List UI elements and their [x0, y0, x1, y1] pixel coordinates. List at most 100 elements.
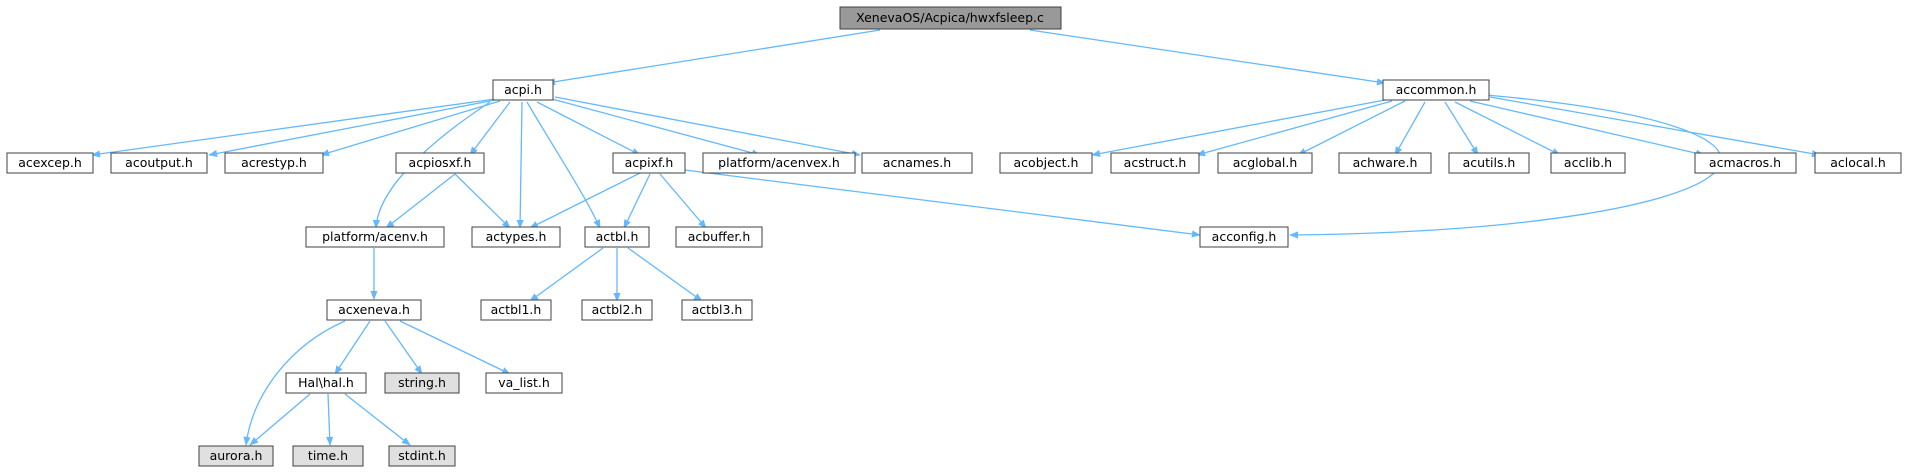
node-acpi-h[interactable]: acpi.h [492, 79, 554, 101]
svg-text:acexcep.h: acexcep.h [18, 155, 82, 170]
svg-text:aurora.h: aurora.h [210, 448, 263, 463]
edge-acpixf-acconfig [684, 169, 1201, 238]
node-accommon-h[interactable]: accommon.h [1382, 79, 1490, 101]
svg-text:acobject.h: acobject.h [1014, 155, 1079, 170]
svg-text:actbl.h: actbl.h [596, 229, 639, 244]
node-acutils-h[interactable]: acutils.h [1448, 152, 1530, 174]
svg-text:acclib.h: acclib.h [1564, 155, 1612, 170]
svg-text:acoutput.h: acoutput.h [125, 155, 193, 170]
edge-acpixf-actypes [529, 172, 641, 229]
svg-text:actbl3.h: actbl3.h [692, 302, 743, 317]
svg-text:aclocal.h: aclocal.h [1830, 155, 1886, 170]
node-hal-h[interactable]: Hal\hal.h [285, 372, 367, 394]
edge-accommon-acutils [1444, 101, 1479, 156]
svg-text:actbl2.h: actbl2.h [592, 302, 643, 317]
svg-text:accommon.h: accommon.h [1396, 82, 1477, 97]
edge-acpi-acnames [554, 96, 861, 158]
edge-actbl-actbl1 [529, 247, 604, 302]
edge-acpi-actypes [516, 101, 524, 229]
node-string-h[interactable]: string.h [384, 372, 460, 394]
edge-acpixf-acbuffer [659, 173, 707, 229]
edge-acxeneva-string [384, 320, 423, 375]
node-acclib-h[interactable]: acclib.h [1550, 152, 1626, 174]
edge-accommon-acstruct [1196, 100, 1393, 157]
edge-accommon-aclocal [1489, 96, 1821, 158]
svg-text:va_list.h: va_list.h [498, 375, 550, 390]
node-hwxfsleep-c[interactable]: XenevaOS/Acpica/hwxfsleep.c [839, 6, 1062, 30]
node-acnames-h[interactable]: acnames.h [861, 152, 973, 174]
node-acglobal-h[interactable]: acglobal.h [1217, 152, 1313, 174]
node-platform-acenvex-h[interactable]: platform/acenvex.h [702, 152, 856, 174]
svg-text:acpixf.h: acpixf.h [625, 155, 674, 170]
node-acoutput-h[interactable]: acoutput.h [110, 152, 208, 174]
edge-accommon-acobject [1091, 99, 1386, 158]
svg-text:acrestyp.h: acrestyp.h [241, 155, 307, 170]
edge-acpi-acexcep [91, 98, 496, 158]
svg-text:time.h: time.h [308, 448, 348, 463]
edge-accommon-acglobal [1297, 100, 1406, 156]
edge-hal-stdint [344, 393, 411, 446]
edge-acpi-acoutput [208, 99, 496, 158]
edge-root-accommon [1029, 29, 1386, 86]
node-acpiosxf-h[interactable]: acpiosxf.h [395, 152, 485, 174]
node-actypes-h[interactable]: actypes.h [471, 226, 561, 248]
node-aurora-h[interactable]: aurora.h [198, 445, 274, 467]
edge-root-acpi [546, 29, 881, 86]
node-acpixf-h[interactable]: acpixf.h [612, 152, 686, 174]
svg-text:acbuffer.h: acbuffer.h [688, 229, 751, 244]
edge-acpi-acpiosxf [469, 101, 511, 156]
edges [91, 29, 1821, 446]
node-actbl1-h[interactable]: actbl1.h [480, 299, 552, 321]
node-acbuffer-h[interactable]: acbuffer.h [675, 226, 763, 248]
edge-hal-time [326, 393, 334, 446]
node-aclocal-h[interactable]: aclocal.h [1814, 152, 1902, 174]
edge-acpi-acrestyp [320, 100, 501, 157]
edge-acpiosxf-platform-acenv [385, 173, 456, 229]
edge-actbl-actbl3 [627, 247, 703, 302]
edge-acxeneva-va-list [399, 320, 511, 375]
svg-text:acstruct.h: acstruct.h [1124, 155, 1187, 170]
node-acexcep-h[interactable]: acexcep.h [6, 152, 94, 174]
svg-text:platform/acenvex.h: platform/acenvex.h [718, 155, 840, 170]
node-stdint-h[interactable]: stdint.h [388, 445, 456, 467]
node-acmacros-h[interactable]: acmacros.h [1694, 152, 1797, 174]
node-acrestyp-h[interactable]: acrestyp.h [224, 152, 324, 174]
svg-text:XenevaOS/Acpica/hwxfsleep.c: XenevaOS/Acpica/hwxfsleep.c [856, 10, 1044, 25]
svg-text:acpi.h: acpi.h [504, 82, 542, 97]
svg-text:acconfig.h: acconfig.h [1212, 229, 1277, 244]
svg-text:stdint.h: stdint.h [398, 448, 446, 463]
edge-accommon-acclib [1454, 101, 1561, 156]
node-va-list-h[interactable]: va_list.h [485, 372, 563, 394]
node-acstruct-h[interactable]: acstruct.h [1110, 152, 1200, 174]
svg-text:string.h: string.h [398, 375, 446, 390]
node-acobject-h[interactable]: acobject.h [999, 152, 1093, 174]
svg-text:platform/acenv.h: platform/acenv.h [322, 229, 428, 244]
edge-acpiosxf-actypes [454, 173, 511, 229]
edge-hal-aurora [249, 393, 311, 446]
node-acconfig-h[interactable]: acconfig.h [1199, 226, 1289, 248]
svg-text:acutils.h: acutils.h [1463, 155, 1516, 170]
edge-acpi-actbl [526, 101, 601, 229]
edge-acxeneva-aurora [243, 320, 346, 446]
node-time-h[interactable]: time.h [292, 445, 364, 467]
svg-text:acpiosxf.h: acpiosxf.h [409, 155, 472, 170]
node-actbl-h[interactable]: actbl.h [584, 226, 650, 248]
edge-accommon-acmacros [1469, 100, 1705, 157]
svg-text:Hal\hal.h: Hal\hal.h [298, 375, 354, 390]
svg-text:actbl1.h: actbl1.h [491, 302, 542, 317]
edge-acpi-platform-acenvex [551, 98, 761, 157]
node-actbl2-h[interactable]: actbl2.h [581, 299, 653, 321]
edge-acxeneva-hal [334, 320, 371, 375]
svg-text:acnames.h: acnames.h [883, 155, 951, 170]
edge-accommon-achware [1394, 101, 1426, 156]
node-actbl3-h[interactable]: actbl3.h [681, 299, 753, 321]
svg-text:acglobal.h: acglobal.h [1233, 155, 1298, 170]
node-acxeneva-h[interactable]: acxeneva.h [326, 299, 422, 321]
svg-text:acmacros.h: acmacros.h [1709, 155, 1781, 170]
node-achware-h[interactable]: achware.h [1338, 152, 1432, 174]
node-platform-acenv-h[interactable]: platform/acenv.h [305, 226, 445, 248]
svg-text:acxeneva.h: acxeneva.h [338, 302, 410, 317]
edge-accommon-acconfig [1289, 94, 1722, 239]
nodes: XenevaOS/Acpica/hwxfsleep.c acpi.h accom… [6, 6, 1902, 467]
